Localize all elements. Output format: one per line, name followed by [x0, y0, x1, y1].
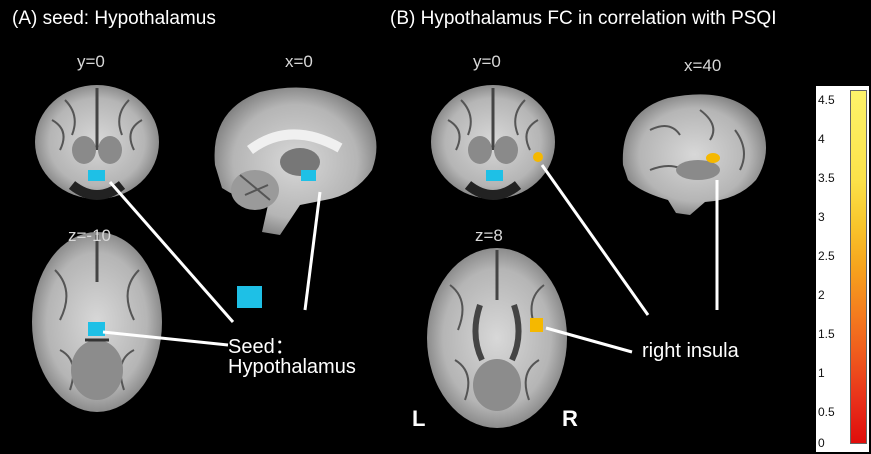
b-axial-cluster	[530, 318, 543, 332]
a-sagittal-slice	[214, 87, 377, 235]
left-hemisphere-label: L	[412, 406, 426, 431]
b-coronal-cluster	[533, 152, 543, 162]
panel-a-title: (A) seed: Hypothalamus	[12, 8, 216, 29]
a-axial-seed	[88, 322, 105, 336]
right-insula-label: right insula	[642, 340, 739, 362]
colorbar-tick: 0	[818, 436, 825, 450]
b-axial-slice	[427, 248, 567, 428]
colorbar: 4.5 4 3.5 3 2.5 2 1.5 1 0.5 0	[816, 86, 869, 452]
a-sagittal-seed	[301, 170, 316, 181]
colorbar-tick: 4	[818, 132, 825, 146]
colorbar-tick: 3	[818, 210, 825, 224]
seed-legend-square	[237, 286, 262, 308]
a-coronal-coord: y=0	[77, 52, 105, 71]
b-coronal-seed	[486, 170, 503, 181]
b-sagittal-slice	[622, 94, 767, 215]
right-hemisphere-label: R	[562, 406, 578, 431]
a-axial-coord: z=-10	[68, 226, 111, 245]
colorbar-tick: 0.5	[818, 405, 835, 419]
b-coronal-coord: y=0	[473, 52, 501, 71]
a-sagittal-coord: x=0	[285, 52, 313, 71]
panel-b-title: (B) Hypothalamus FC in correlation with …	[390, 8, 777, 29]
b-axial-coord: z=8	[475, 226, 503, 245]
a-coronal-seed	[88, 170, 105, 181]
colorbar-gradient	[850, 90, 867, 444]
colorbar-tick: 1	[818, 366, 825, 380]
insula-callout-lines	[540, 164, 719, 354]
colorbar-tick: 2	[818, 288, 825, 302]
seed-callout-lines	[102, 181, 322, 347]
colorbar-tick: 4.5	[818, 93, 835, 107]
b-sagittal-cluster	[706, 153, 720, 163]
a-axial-slice	[32, 232, 162, 412]
a-coronal-slice	[35, 85, 159, 200]
colorbar-tick: 2.5	[818, 249, 835, 263]
b-coronal-slice	[431, 85, 555, 200]
seed-label-line1: Seed：	[228, 336, 295, 358]
colorbar-tick: 1.5	[818, 327, 835, 341]
b-sagittal-coord: x=40	[684, 56, 722, 75]
seed-label-line2: Hypothalamus	[228, 356, 356, 378]
colorbar-tick: 3.5	[818, 171, 835, 185]
